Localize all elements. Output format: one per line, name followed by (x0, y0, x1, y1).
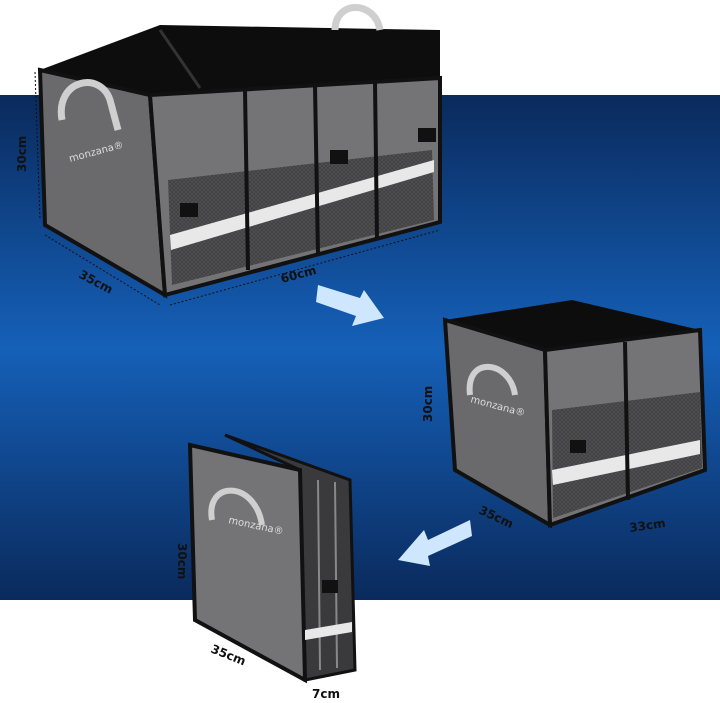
dim-height: 30cm (175, 543, 189, 579)
dim-thickness: 7cm (312, 687, 340, 701)
handle-icon (208, 487, 265, 526)
organizer-folded: monzana® 30cm 35cm 7cm (175, 433, 357, 701)
dim-height: 30cm (15, 136, 29, 172)
front-face (187, 442, 308, 684)
reflective-strip (170, 160, 434, 250)
dim-height: 30cm (421, 386, 435, 422)
organizer-unfolded: monzana® 30cm 35cm 60cm (15, 4, 442, 306)
handle-icon (466, 363, 518, 396)
handle-icon (57, 79, 122, 131)
organizer-half: monzana® 30cm 35cm 33cm (421, 300, 708, 535)
dim-width: 33cm (628, 516, 666, 535)
handle-icon (331, 4, 384, 31)
arrow-icon (316, 285, 384, 326)
reflective-strip (305, 622, 352, 640)
arrow-icon (398, 520, 472, 566)
top-opening (40, 25, 440, 95)
